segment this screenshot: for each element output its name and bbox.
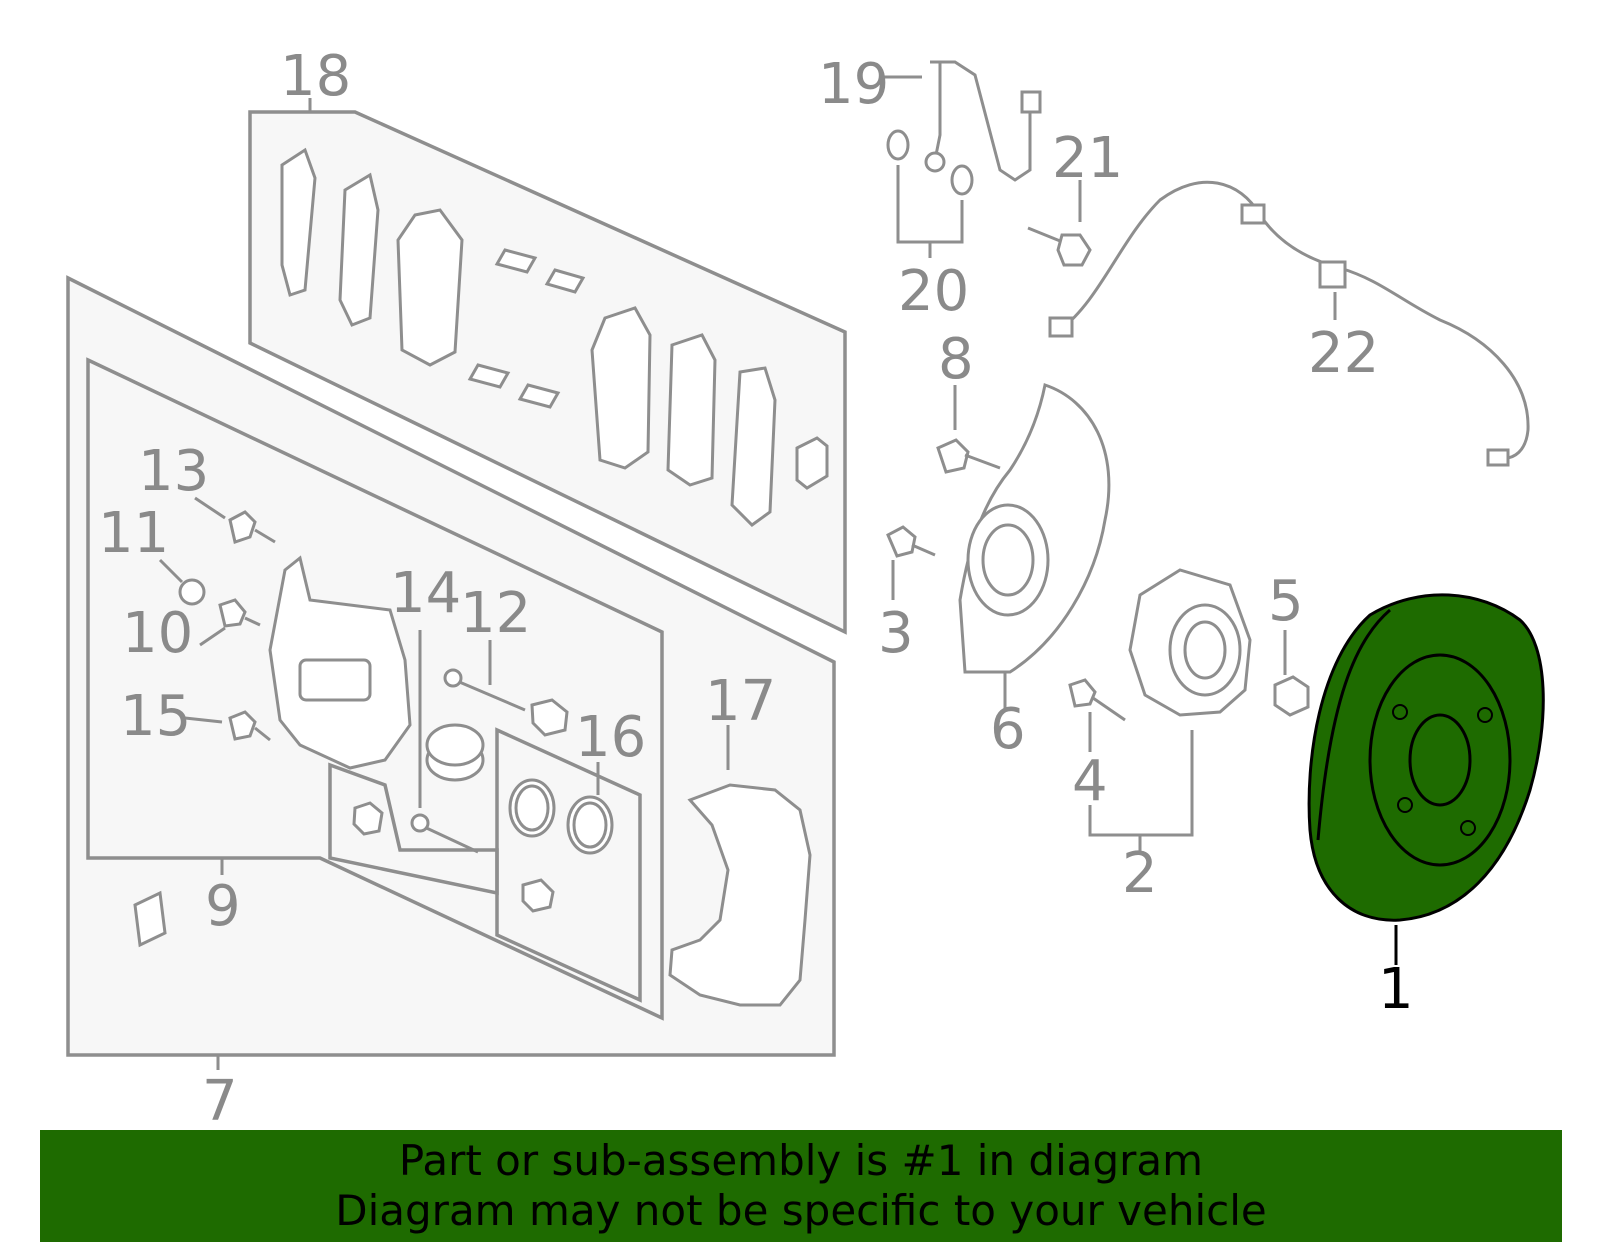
callout-18: 18 [280,44,351,109]
banner-line-2: Diagram may not be specific to your vehi… [335,1186,1267,1235]
pad-kit-panel [248,110,847,635]
callout-16: 16 [575,705,646,770]
callout-20: 20 [898,259,969,324]
callout-2: 2 [1122,841,1158,906]
bolt-21 [1027,180,1092,267]
callout-21: 21 [1052,126,1123,191]
callout-15: 15 [120,684,191,749]
callouts: 18 19 21 20 22 8 13 11 10 15 14 12 16 17… [98,44,1414,1134]
callout-7: 7 [202,1069,238,1134]
callout-8: 8 [938,327,974,392]
brake-hose-group [880,60,1042,258]
abs-sensor-wire [1048,180,1530,467]
callout-13: 13 [138,439,209,504]
splash-shield-group [886,383,1111,712]
callout-10: 10 [122,601,193,666]
leader-lines [158,98,730,1070]
callout-3: 3 [878,601,914,666]
callout-12: 12 [460,581,531,646]
callout-9: 9 [205,874,241,939]
caliper-assembly-panel [66,275,836,1057]
callout-6: 6 [990,697,1026,762]
callout-4: 4 [1072,749,1108,814]
callout-17: 17 [705,669,776,734]
callout-19: 19 [818,52,889,117]
callout-22: 22 [1308,321,1379,386]
callout-11: 11 [98,501,169,566]
banner-line-1: Part or sub-assembly is #1 in diagram [398,1136,1204,1185]
callout-1: 1 [1378,957,1414,1022]
hub-bearing-group [1068,568,1310,852]
callout-14: 14 [390,561,461,626]
brake-rotor-highlighted [1307,593,1545,965]
callout-5: 5 [1268,569,1304,634]
footer-banner: Part or sub-assembly is #1 in diagram Di… [40,1130,1562,1242]
